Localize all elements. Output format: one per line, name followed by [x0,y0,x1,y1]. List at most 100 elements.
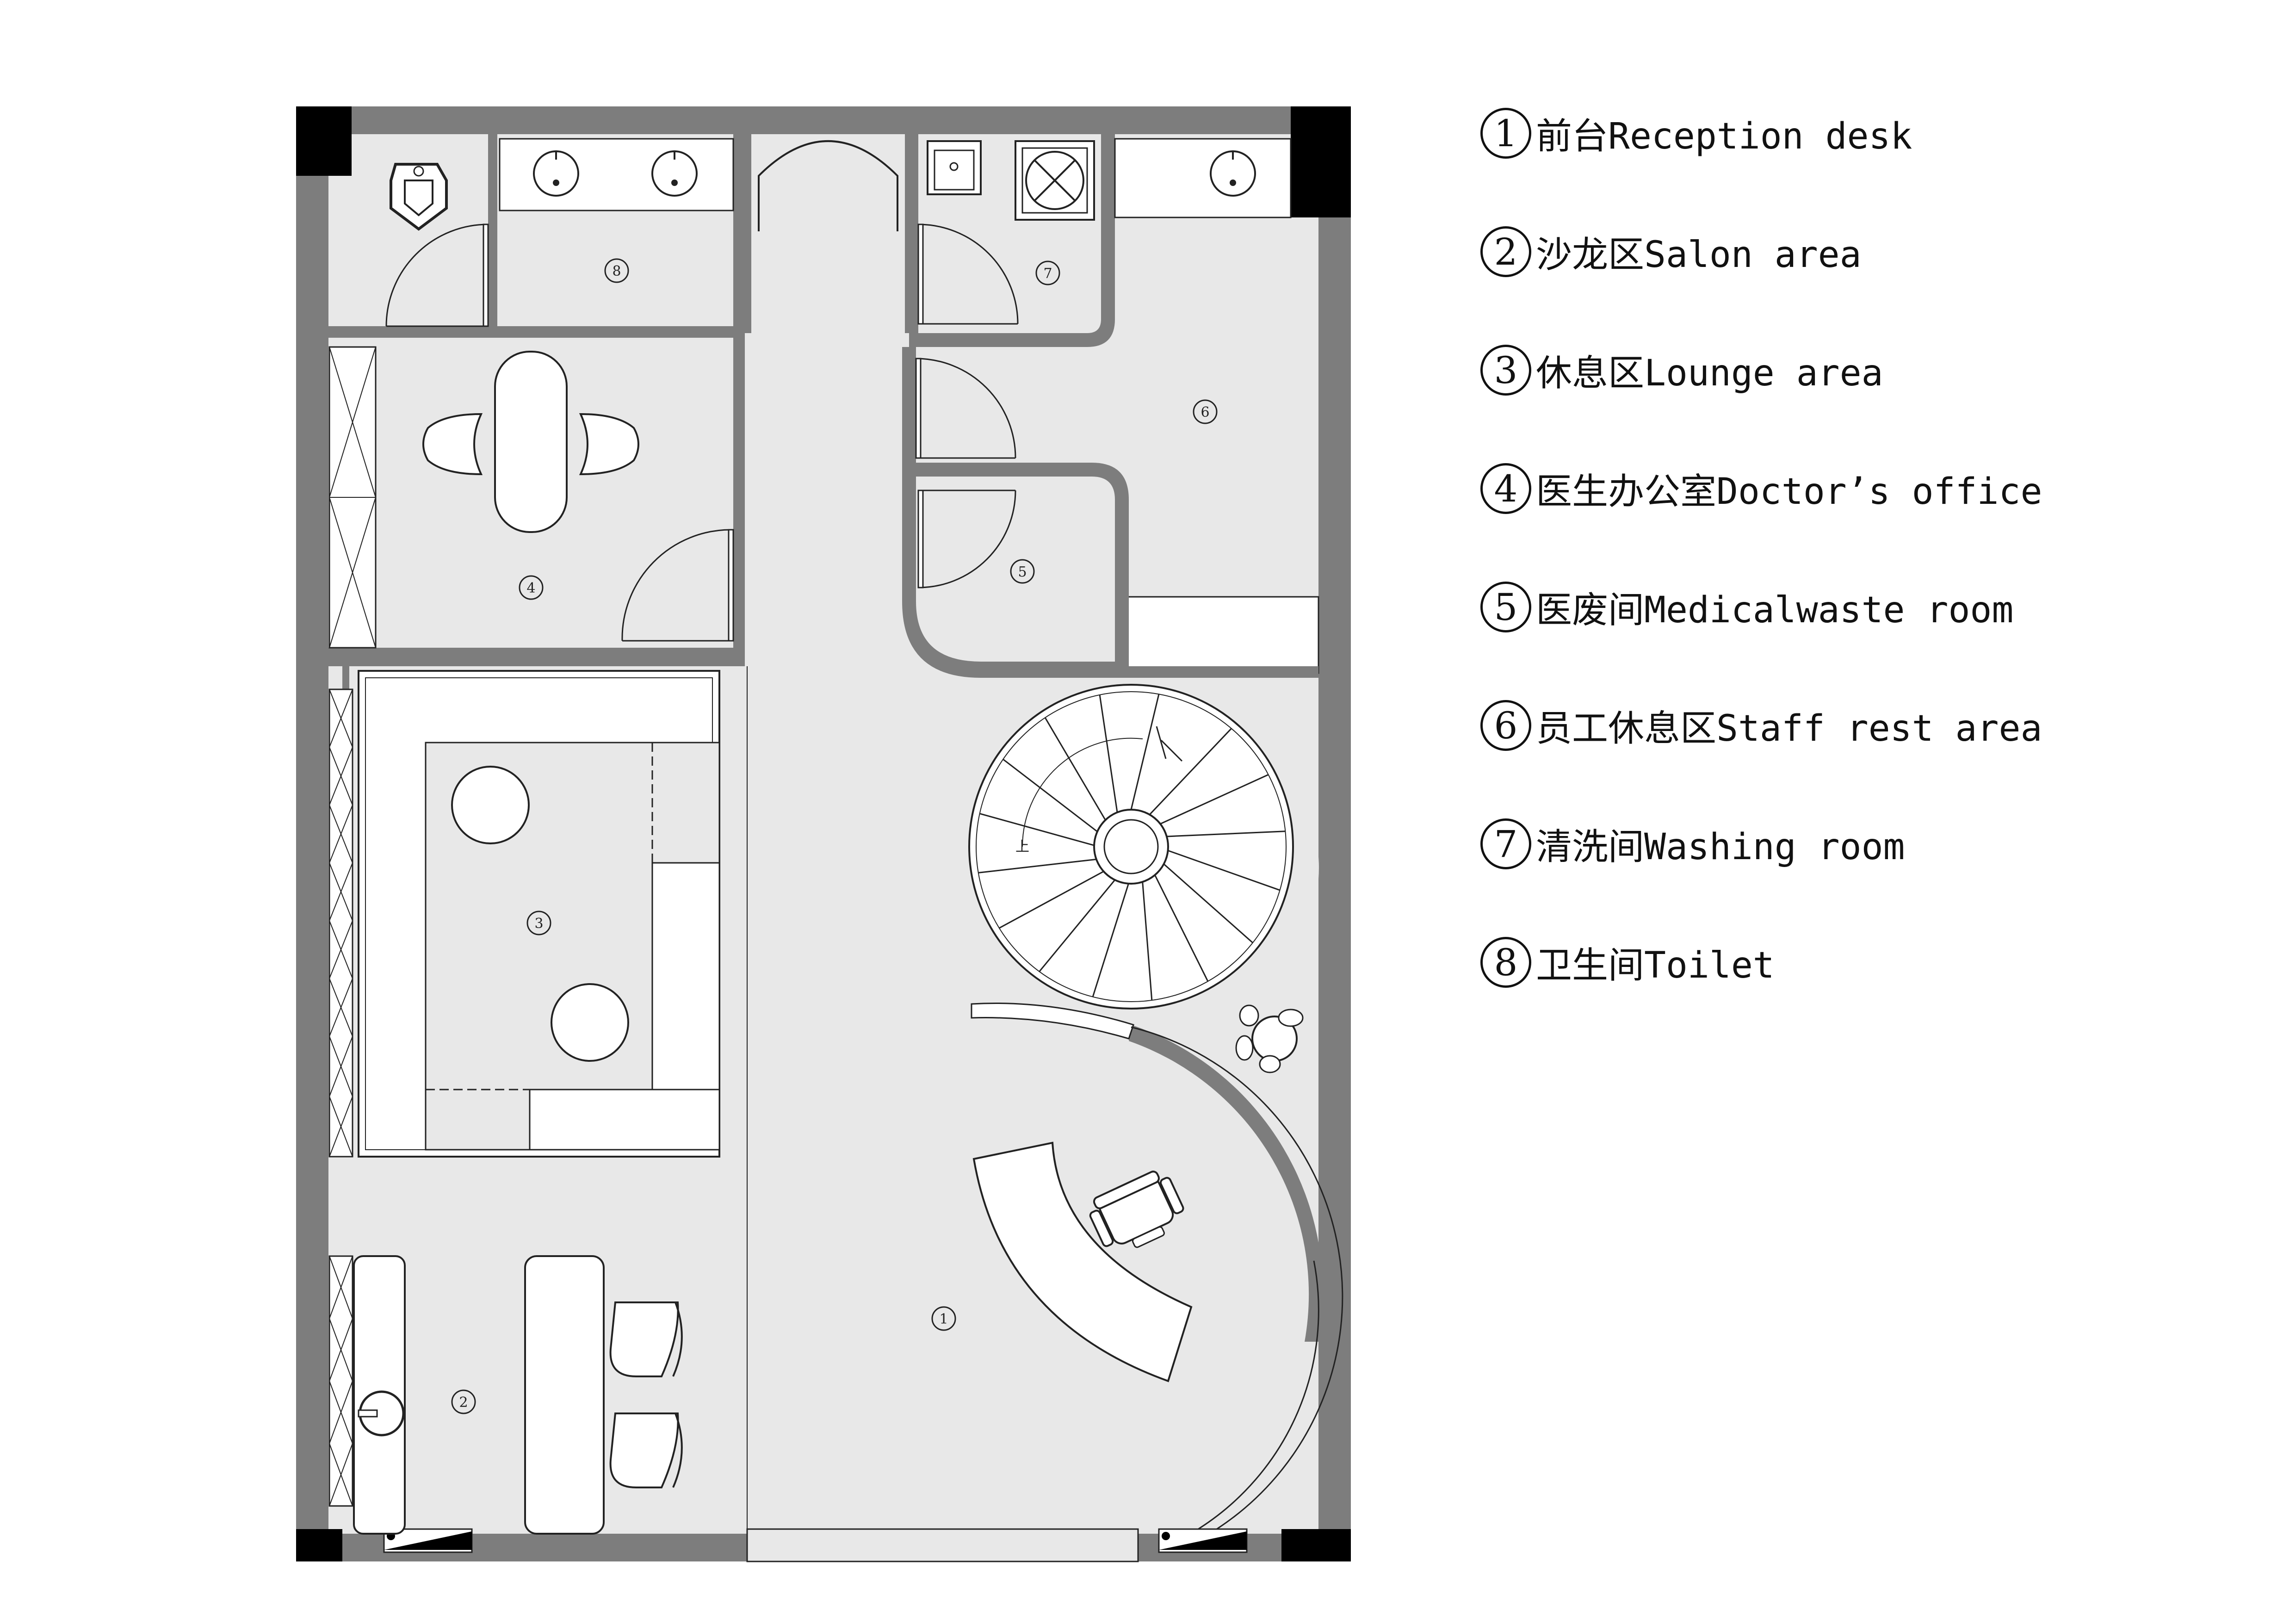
legend-label: 医废间Medicalwaste room [1536,589,2014,631]
faucet [358,1409,378,1418]
room-marker [931,1306,956,1331]
reception-desk [972,1141,1193,1382]
room-marker-number: 7 [1043,266,1052,282]
room-marker [526,911,551,935]
interior-wall [488,134,497,333]
legend-label: 员工休息区Staff rest area [1536,708,2042,750]
interior-wall [328,326,745,338]
interior-wall [328,648,745,666]
legend-label: 前台Reception desk [1536,116,1912,157]
stair-tread [1099,694,1118,813]
room-marker [1035,260,1060,285]
stair-tread [1149,728,1232,815]
door-leaf [728,529,734,642]
interior-wall [733,338,745,648]
interior-wall [902,463,1129,678]
column [296,106,352,176]
legend-number: 4 [1480,463,1531,514]
stair-tread [1160,774,1269,825]
door-swing [385,223,489,327]
stair-tread [979,813,1095,846]
stair-tread [1130,694,1160,810]
toilet-bowl [404,180,433,217]
room-marker [1010,559,1035,584]
cabinet-pattern [328,1256,353,1506]
room-marker [451,1389,476,1414]
chair-icon [422,413,483,476]
desk [494,351,568,533]
stair-tread [1163,863,1253,943]
column [296,1529,342,1561]
bookshelf-pattern [328,689,353,1157]
interior-wall [1129,666,1318,678]
stair-enclosure [1318,842,1330,1221]
column [1281,1529,1351,1561]
bookshelf [328,688,353,1158]
reception-boundary [1198,1260,1319,1530]
stair-tread [1168,849,1281,891]
stair-tread [1154,874,1209,982]
legend-label: 清洗间Washing room [1536,826,1905,868]
sink-drain [1230,180,1236,186]
stair-tread [1142,881,1153,1001]
legend-label: 休息区Lounge area [1536,353,1883,394]
legend-number: 2 [1480,226,1531,277]
stair-tread [978,858,1096,873]
room-marker-number: 4 [526,580,535,596]
legend-number: 8 [1480,937,1531,988]
legend-number: 5 [1480,582,1531,632]
legend-number: 3 [1480,345,1531,396]
room-marker [519,575,544,600]
legend-label: 卫生间Toilet [1536,945,1775,986]
legend-label: 医生办公室Doctor’s office [1536,471,2042,513]
cabinet [328,1255,353,1507]
chair-icon [579,413,639,476]
stair-tread [1044,717,1106,821]
sink-drain [553,180,559,186]
stair-tread [1003,758,1098,832]
room-marker-number: 6 [1201,404,1209,421]
sofa-seat [529,1089,720,1151]
room-marker [1193,399,1218,424]
door-leaf [917,223,924,325]
sink-drain [671,180,678,186]
reception-boundary [1131,1026,1343,1530]
door-marker [1159,1531,1247,1550]
chair-icon [609,1301,679,1377]
room-marker-number: 3 [534,916,543,932]
round-table [551,983,629,1062]
door-marker [384,1531,472,1550]
room-marker [604,258,629,283]
office-chair-icon [1089,1171,1184,1248]
wardrobe-pattern [329,347,376,648]
door-swing [918,489,1016,588]
door-leaf [917,489,924,588]
curved-wall [1129,1025,1323,1342]
staff-counter [1114,138,1292,218]
chair-back [672,1413,683,1488]
legend-number: 7 [1480,818,1531,869]
washing-drum-cross [1034,159,1076,202]
toilet-drain [413,166,424,177]
door-knob [1162,1532,1170,1540]
interior-wall [733,134,745,333]
stair-tread [1039,879,1116,972]
spiral-staircase: 上 [968,684,1319,1041]
arched-niche [758,140,898,231]
salon-table [524,1255,605,1535]
legend-number: 6 [1480,700,1531,751]
chair-back [672,1302,683,1377]
staff-bench [1126,596,1319,674]
legend-number: 1 [1480,108,1531,159]
interior-wall [909,134,918,333]
door-leaf [483,223,489,327]
stair-tread [999,871,1104,929]
chair-icon [609,1412,679,1488]
